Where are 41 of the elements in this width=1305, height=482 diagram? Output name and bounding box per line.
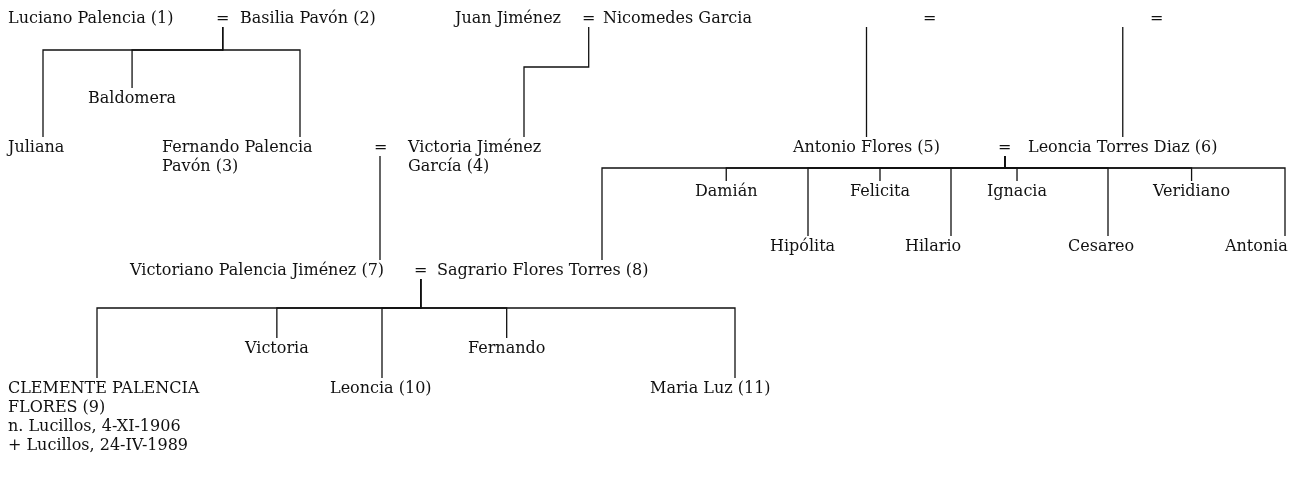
marriage-sign: = (923, 8, 937, 27)
descent-line (222, 26, 301, 138)
person-name: Juliana (8, 137, 65, 156)
person-name: Cesareo (1068, 236, 1135, 255)
person-name: Victoria Jiménez García (4) (408, 137, 568, 175)
person-name: Ignacia (987, 181, 1048, 200)
person-name: Veridiano (1153, 181, 1231, 200)
person-name: Fernando Palencia Pavón (3) (162, 137, 332, 175)
person-name: CLEMENTE PALENCIA FLORES (9) (8, 378, 201, 416)
person-name: Antonio Flores (5) (793, 137, 940, 156)
marriage-sign: = (582, 8, 596, 27)
person-name: Fernando (468, 338, 546, 357)
person-name: Baldomera (88, 88, 177, 107)
person-name: Sagrario Flores Torres (8) (437, 260, 649, 279)
descent-line (523, 26, 590, 138)
person-name: Luciano Palencia (1) (8, 8, 174, 27)
person-name: Hipólita (770, 236, 836, 255)
descent-line (601, 155, 1006, 261)
person-name: Maria Luz (11) (650, 378, 771, 397)
marriage-sign: = (374, 137, 388, 156)
marriage-sign: = (998, 137, 1012, 156)
descent-line (420, 278, 736, 379)
person-name: Felicita (850, 181, 910, 200)
person-name: Juan Jiménez (455, 8, 562, 27)
person-name: Victoria (245, 338, 309, 357)
person-name: Antonia (1225, 236, 1288, 255)
person-name: Leoncia (10) (330, 378, 432, 397)
person-name: Nicomedes Garcia (603, 8, 752, 27)
descent-line (1122, 26, 1124, 138)
life-dates-note: + Lucillos, 24-IV-1989 (8, 435, 190, 454)
descent-line (379, 155, 381, 261)
person-name: Victoriano Palencia Jiménez (7) (130, 260, 385, 279)
person-name: Hilario (905, 236, 962, 255)
person-name: Damián (695, 181, 758, 200)
descent-line (865, 26, 868, 138)
marriage-sign: = (414, 260, 428, 279)
person-name: Leoncia Torres Diaz (6) (1028, 137, 1218, 156)
life-dates-note: n. Lucillos, 4-XI-1906 (8, 416, 182, 435)
marriage-sign: = (1150, 8, 1164, 27)
person-name: Basilia Pavón (2) (240, 8, 376, 27)
marriage-sign: = (216, 8, 230, 27)
